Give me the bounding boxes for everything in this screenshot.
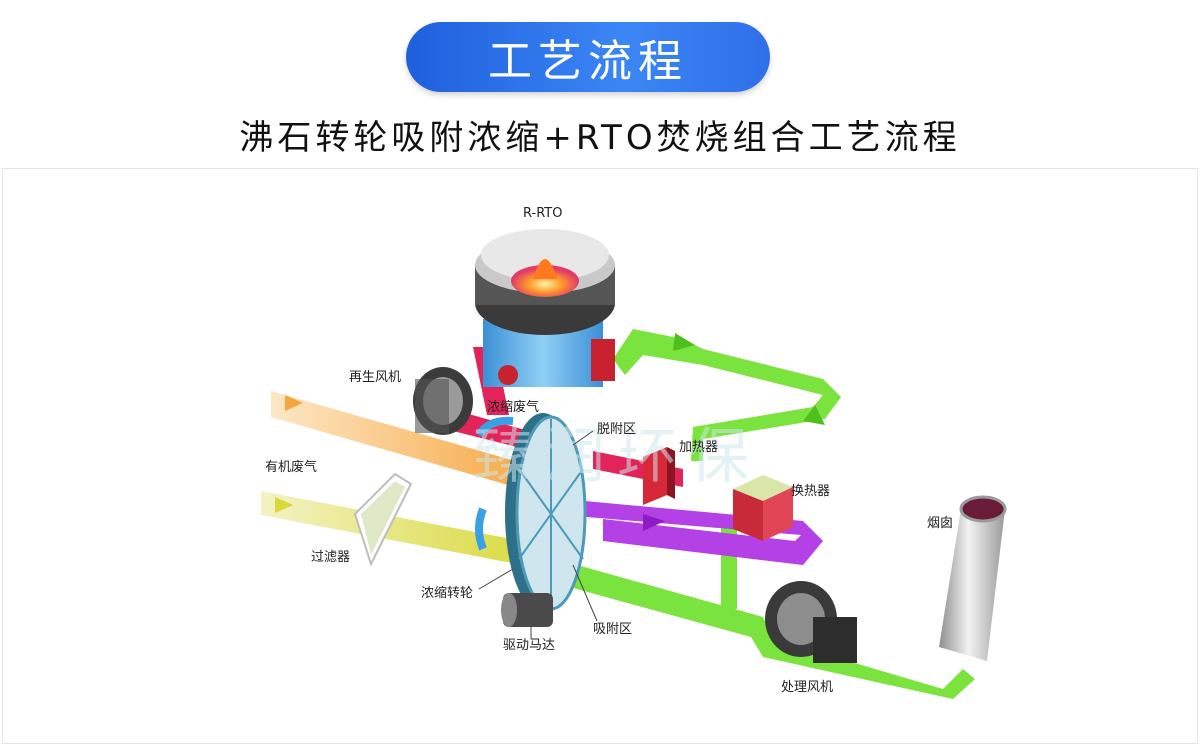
- chimney: [939, 495, 1007, 661]
- label-desorption-zone: 脱附区: [597, 422, 636, 437]
- watermark: 臻润环保: [473, 422, 761, 492]
- label-filter: 过滤器: [311, 550, 350, 565]
- purple-stream: [563, 499, 823, 565]
- rto-unit: [475, 229, 615, 387]
- green-flow-arrow-2: [803, 405, 825, 425]
- page-subtitle: 沸石转轮吸附浓缩+RTO焚烧组合工艺流程: [239, 118, 961, 158]
- leader-concentrator-wheel: [478, 568, 514, 590]
- label-concentrated-gas: 浓缩废气: [487, 399, 539, 415]
- regen-fan: [413, 367, 473, 435]
- label-process-fan: 处理风机: [781, 680, 833, 695]
- label-drive-motor: 驱动马达: [503, 638, 555, 653]
- clean-air-stream: [555, 561, 975, 699]
- organic-gas-stream-lower: [261, 491, 543, 569]
- organic-gas-stream-upper: [271, 391, 543, 495]
- heat-exchanger: [733, 475, 793, 541]
- label-heat-exchanger: 换热器: [791, 484, 830, 499]
- concentrator-wheel: [505, 413, 587, 613]
- label-regen-fan: 再生风机: [349, 370, 401, 385]
- yellow-flow-arrow: [275, 497, 293, 513]
- purple-flow-arrow: [643, 514, 665, 531]
- leader-adsorption-zone: [572, 564, 598, 622]
- rotation-arrow-upper: [475, 416, 514, 438]
- label-rrto: R-RTO: [523, 206, 562, 221]
- filter: [353, 472, 413, 567]
- section-title-pill: 工艺流程: [406, 22, 770, 92]
- leader-desorption-zone: [572, 430, 594, 446]
- heater: [643, 447, 675, 505]
- section-title: 工艺流程: [488, 36, 688, 87]
- process-fan: [765, 581, 857, 663]
- label-organic-gas: 有机废气: [265, 459, 317, 475]
- process-diagram: 臻润环保 R-RTO 再生风机 浓缩废气 脱附区 加热器 换热器 有机废气 过滤…: [261, 206, 1007, 699]
- rotation-arrow-lower: [475, 507, 487, 551]
- label-concentrator-wheel: 浓缩转轮: [421, 585, 473, 601]
- diagram-panel: 臻润环保 R-RTO 再生风机 浓缩废气 脱附区 加热器 换热器 有机废气 过滤…: [2, 168, 1198, 744]
- orange-flow-arrow: [285, 395, 303, 411]
- green-riser-stream: [721, 519, 737, 609]
- green-flow-arrow-1: [673, 333, 695, 351]
- label-adsorption-zone: 吸附区: [593, 622, 632, 637]
- drive-motor: [501, 593, 553, 627]
- green-return-stream: [613, 329, 841, 461]
- label-chimney: 烟囱: [927, 516, 953, 531]
- label-heater: 加热器: [679, 440, 718, 455]
